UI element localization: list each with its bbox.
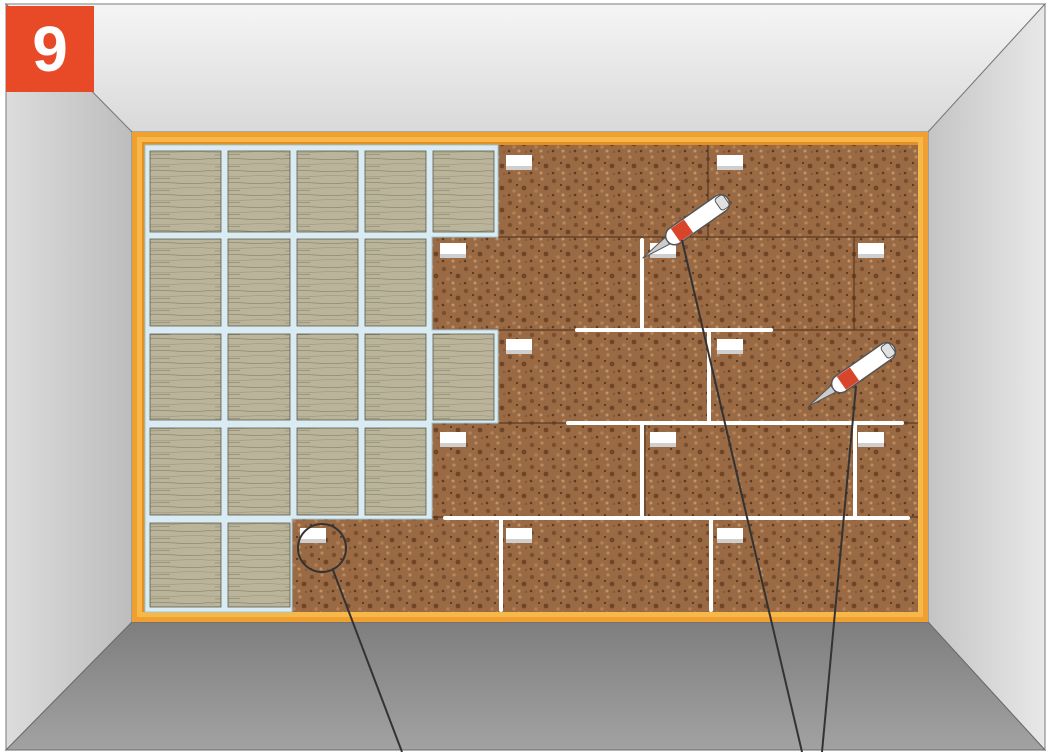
left-wall xyxy=(6,4,132,750)
right-wall xyxy=(928,4,1045,750)
tile-row-4 xyxy=(150,428,426,515)
tile-row-2 xyxy=(150,239,426,326)
tile-row-5 xyxy=(150,523,290,607)
tile-row-3 xyxy=(150,334,494,420)
step-number-badge: 9 xyxy=(6,6,94,92)
floor xyxy=(6,622,1045,750)
ceiling xyxy=(6,4,1045,132)
tile-row-1 xyxy=(150,151,494,232)
